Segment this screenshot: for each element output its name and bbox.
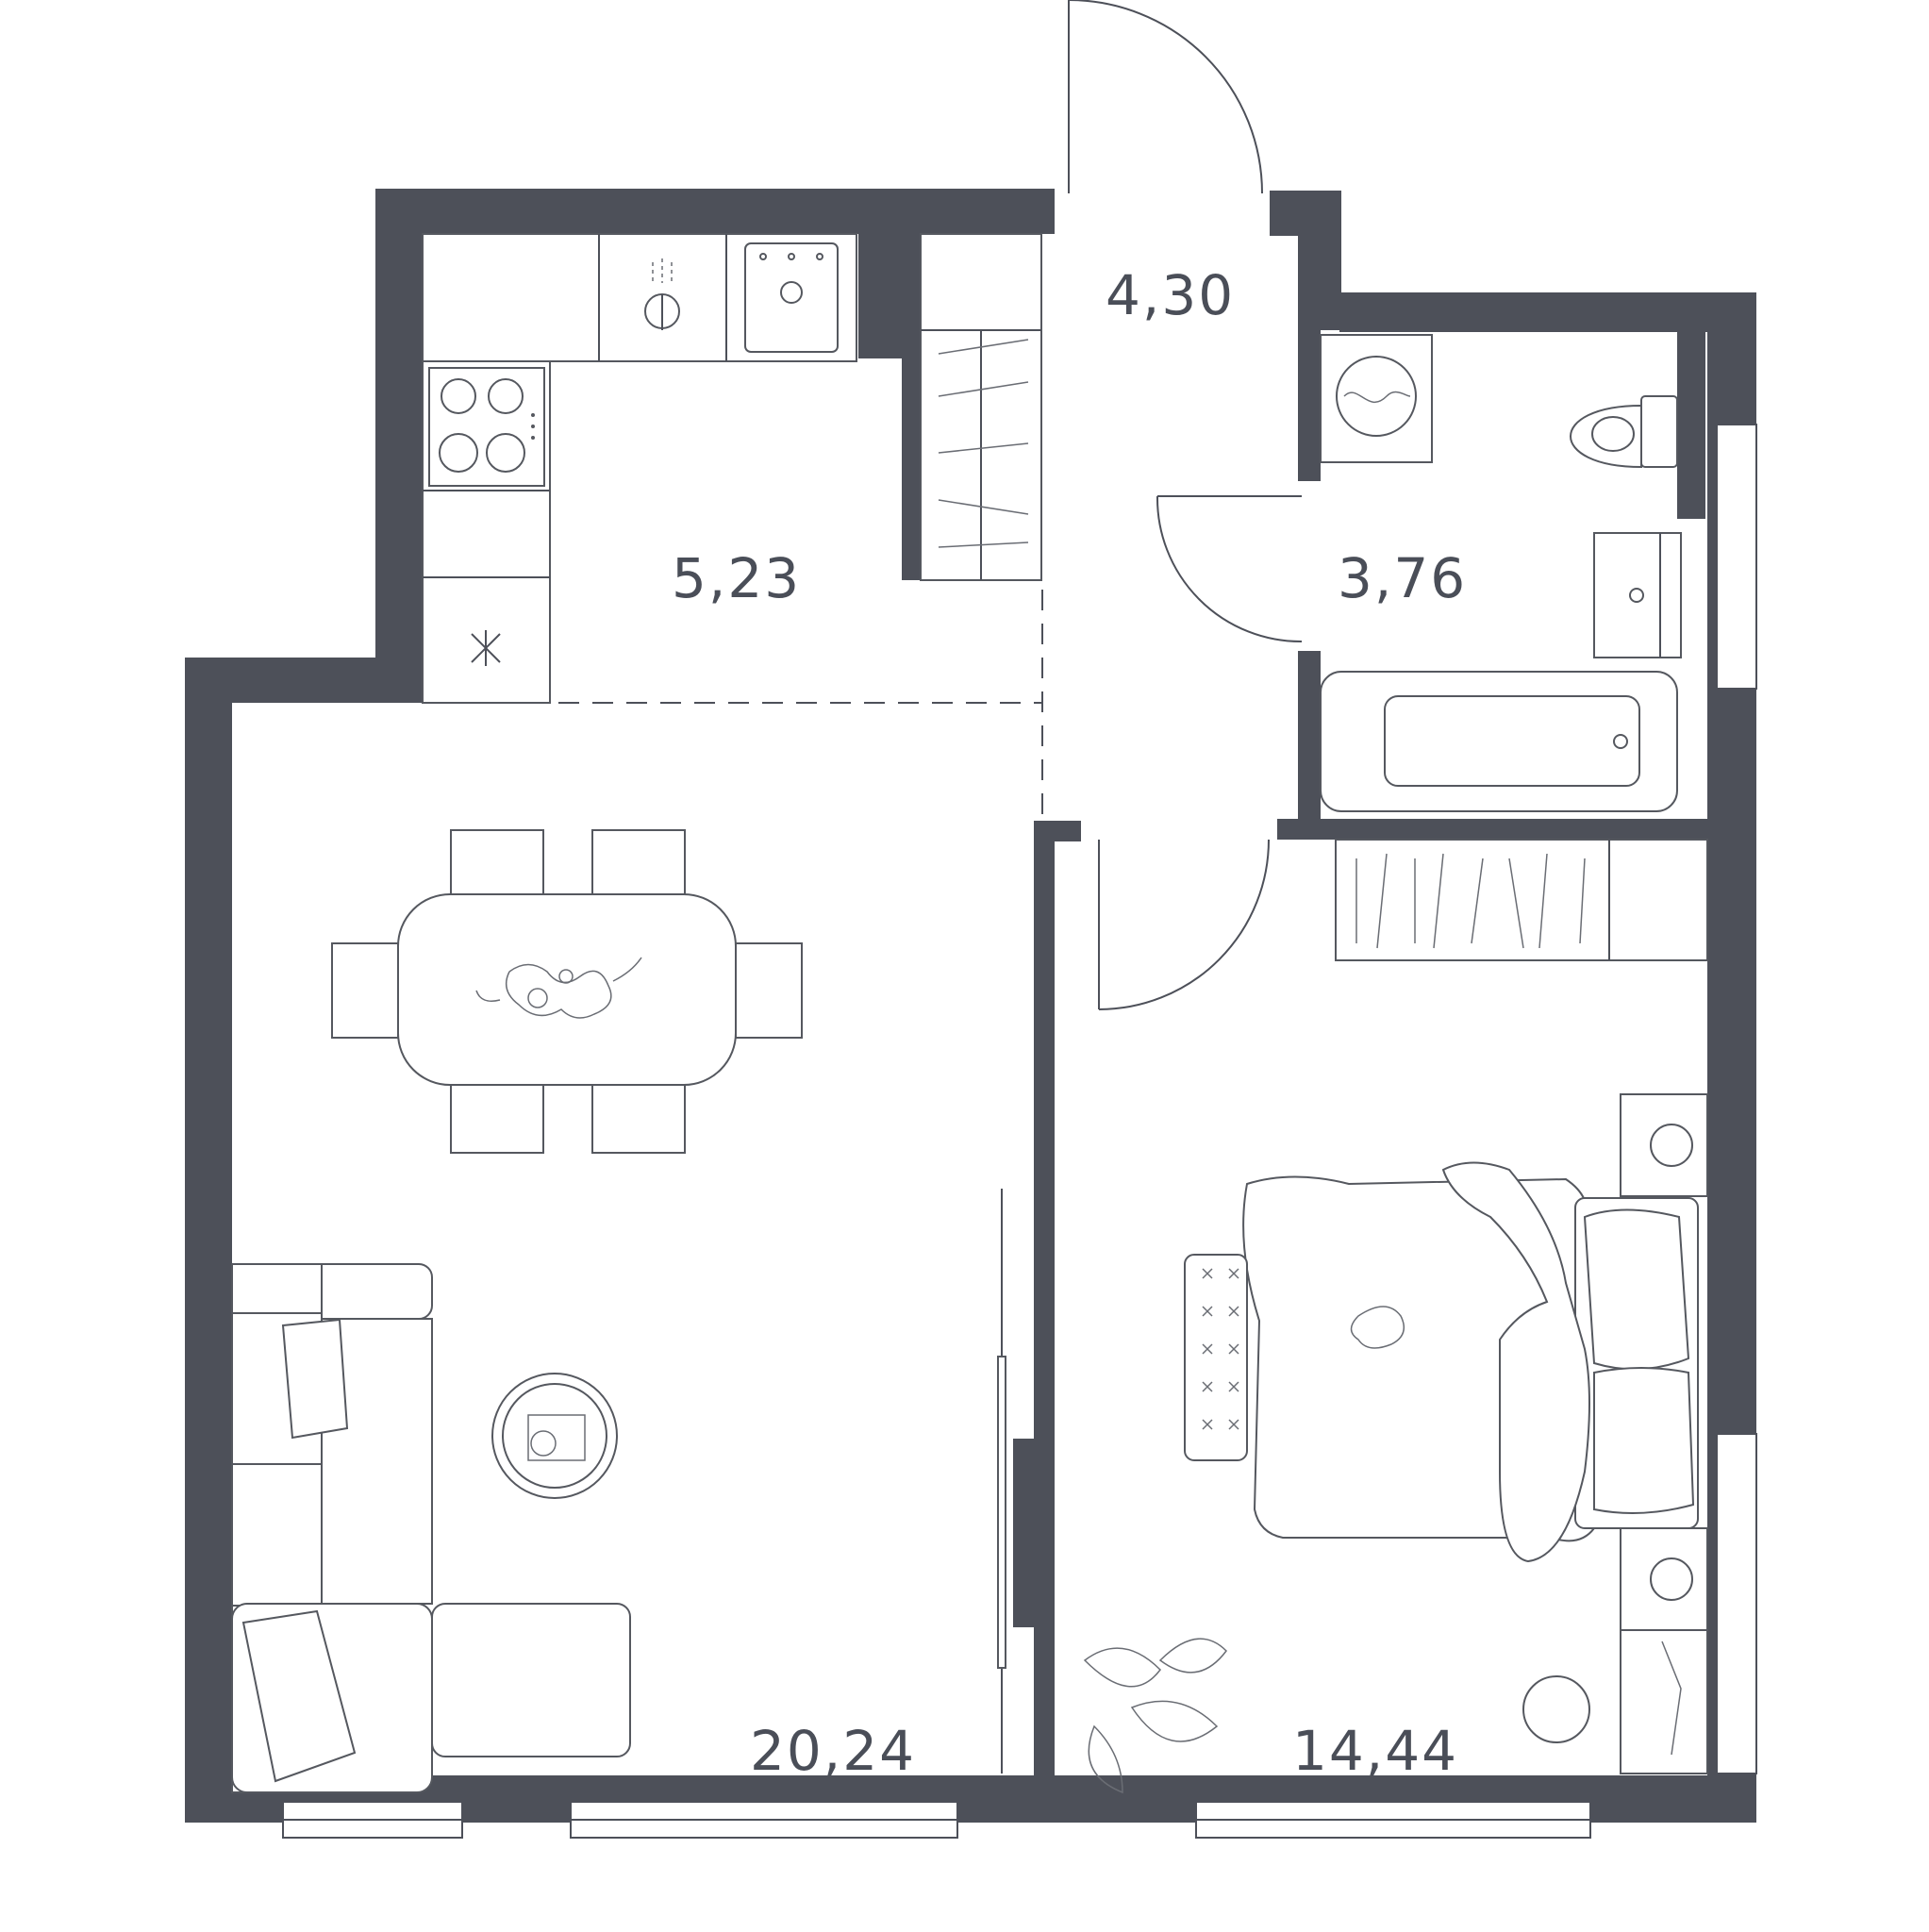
room-area-bedroom: 14,44 <box>1292 1719 1458 1783</box>
dining-table-icon <box>397 893 737 1086</box>
bathroom-door-icon <box>1156 495 1303 643</box>
bedroom-door-icon <box>1098 839 1270 1010</box>
stove-icon <box>428 367 545 487</box>
nightstand-icon <box>1620 1093 1708 1631</box>
entrance-door-icon <box>1068 0 1263 194</box>
tv-stand <box>997 1356 1006 1669</box>
room-area-bathroom: 3,76 <box>1338 546 1467 610</box>
desk <box>1522 1629 1708 1774</box>
walls <box>185 189 1756 1823</box>
washing-machine-icon <box>1320 334 1433 463</box>
bathtub-icon <box>1320 671 1678 812</box>
faucet-icon <box>644 258 680 330</box>
plant-icon <box>1083 1638 1227 1794</box>
sofa-icon <box>231 1263 631 1793</box>
wardrobe-icon <box>1335 839 1708 961</box>
room-area-kitchen: 5,23 <box>672 546 801 610</box>
sink-icon <box>744 242 839 353</box>
room-area-living-room: 20,24 <box>750 1719 916 1783</box>
bed-icon <box>1184 1161 1699 1563</box>
chair-icon <box>331 829 803 1154</box>
coffee-table-icon <box>491 1373 618 1499</box>
room-area-hallway: 4,30 <box>1106 263 1235 327</box>
washbasin-icon <box>1593 532 1682 658</box>
fridge-icon <box>471 630 501 666</box>
window-icon <box>282 424 1757 1839</box>
toilet-icon <box>1570 395 1678 469</box>
wardrobe-icon <box>920 233 1042 581</box>
